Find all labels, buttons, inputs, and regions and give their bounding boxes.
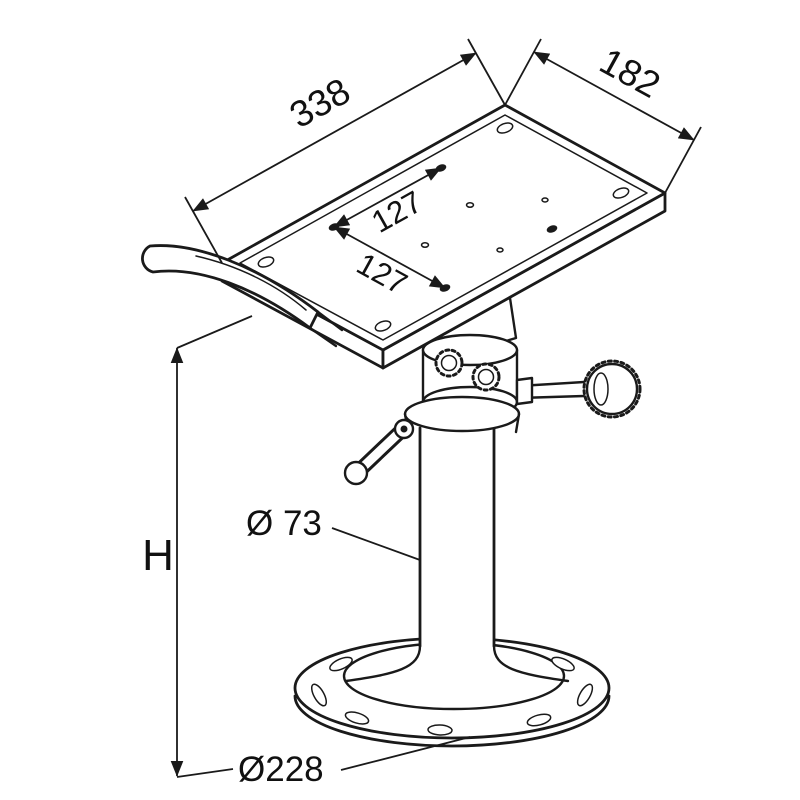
extension-line <box>184 196 223 264</box>
base <box>293 636 611 748</box>
leader-line <box>340 736 471 771</box>
ring-skirt-right <box>514 412 521 434</box>
base-screw-slot <box>427 724 453 736</box>
extension-line-bottom <box>176 768 234 778</box>
dimension-label-182: 182 <box>593 40 667 106</box>
base-screw-slot <box>526 713 552 727</box>
plate-corner-hole <box>496 122 514 134</box>
base-screw-slot <box>551 656 575 672</box>
knurled-adjuster-knob <box>471 362 501 392</box>
dimension-label-height: H <box>142 531 174 580</box>
extension-line-top <box>176 315 253 349</box>
slide-handle <box>141 244 344 348</box>
knurled-adjuster-knob-face <box>477 368 495 386</box>
slide-handle-grip <box>141 244 320 330</box>
clamp-lever-arm <box>357 425 407 473</box>
column-body <box>420 428 494 648</box>
label-base-diameter: Ø228 <box>238 750 324 789</box>
mounting-plate <box>220 103 667 370</box>
clamp-lever <box>343 418 415 486</box>
plate-corner-hole <box>612 187 630 199</box>
column-base-fillet-left <box>344 644 422 683</box>
leader-line <box>331 527 421 561</box>
label-column-diameter: Ø 73 <box>246 504 322 543</box>
plate-small-hole <box>541 197 549 203</box>
knob-shaft-nut <box>515 376 534 406</box>
extension-line <box>467 38 506 106</box>
base-screw-slot <box>329 656 353 672</box>
slide-handle-link-top <box>316 310 344 332</box>
base-screw-slot <box>344 711 370 725</box>
star-knob-face <box>593 372 609 406</box>
clamp-lever-grip <box>343 460 369 486</box>
height-adjust-ring <box>403 395 521 433</box>
slide-handle-link-bottom <box>308 326 338 348</box>
dimension-line <box>533 51 695 141</box>
extension-line <box>504 38 542 106</box>
base-diameter-callout: Ø228 <box>238 736 471 789</box>
clamp-pivot-bolt <box>400 425 408 433</box>
plate-corner-hole <box>374 320 392 332</box>
plate-corner-hole <box>257 256 275 268</box>
extension-line <box>664 126 702 194</box>
plate-small-hole <box>496 247 504 253</box>
base-screw-slot <box>576 683 594 707</box>
base-rim-bottom-edge <box>293 694 611 748</box>
dimension-line <box>192 52 477 212</box>
base-screw-slot <box>310 683 328 707</box>
height-dimension: H <box>142 315 253 778</box>
locking-knob <box>515 359 642 419</box>
knurled-adjuster-knob <box>434 348 464 378</box>
dimension-line <box>333 167 442 228</box>
star-knob <box>585 362 639 416</box>
dimension-line <box>333 226 446 289</box>
knurled-adjuster-knob-face <box>440 354 458 372</box>
bolt-pattern-hole <box>546 225 558 233</box>
column-diameter-callout: Ø 73 <box>246 504 421 561</box>
slide-handle-detail <box>195 255 307 311</box>
column-base-fillet-right <box>492 644 570 683</box>
base-flange-outline <box>293 636 611 740</box>
column <box>344 426 570 683</box>
